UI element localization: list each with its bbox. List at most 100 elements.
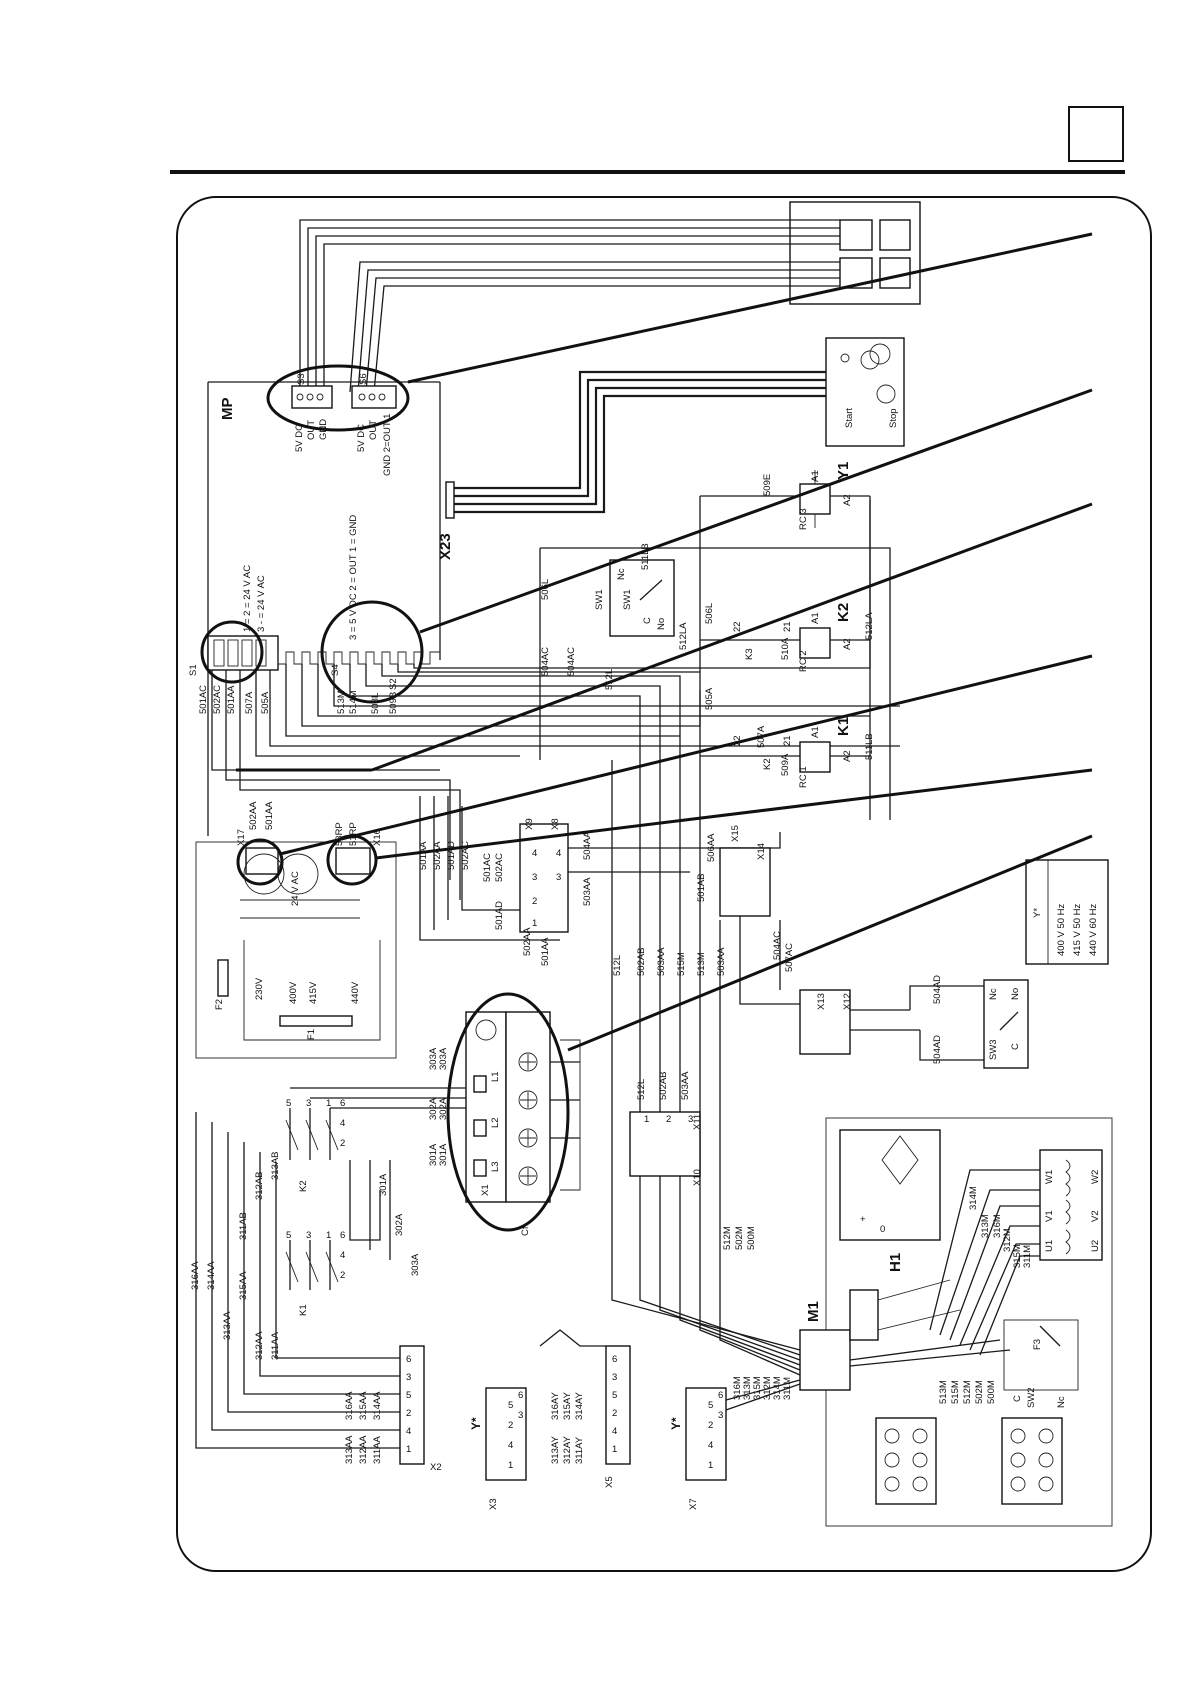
k2-top-1: 5 (286, 1098, 291, 1109)
x5-pin-4: 5 (612, 1390, 617, 1401)
s6-pin-1: 5V DC (356, 424, 367, 452)
switch-sw1: SW1 SW1 Nc No C 511LB (594, 543, 675, 637)
k2-top-3: 1 (326, 1098, 331, 1109)
k1-top-1: 5 (286, 1230, 291, 1241)
motor-wire-6: 311M (1022, 1245, 1033, 1268)
control-panel: Start Stop (825, 337, 905, 447)
s1-wire-2: 502AC (212, 685, 223, 714)
x5-pin-1: 1 (612, 1444, 617, 1455)
s3-pin-2: OUT (306, 420, 317, 440)
x17-wire-2: 501AA (264, 801, 275, 830)
v-wire-2: 502AB (636, 947, 647, 976)
h1-plus: + (860, 1214, 866, 1225)
x8-label: X8 (550, 818, 561, 830)
x8-pin-4: 4 (556, 848, 561, 859)
y1-label: Y1 (835, 462, 852, 480)
mid-wire-2: 504AC (540, 647, 551, 676)
relay-k2: K2 A1 A2 RC 2 512LA K3 510A 22 21 (700, 603, 875, 672)
pointer-4 (279, 654, 1093, 856)
x9-label: X9 (524, 818, 535, 830)
x5-wire-6: 316AY (550, 1392, 561, 1420)
motor-wire-3: 316M (992, 1214, 1003, 1238)
connector-x5: X5 1 4 2 5 3 6 311AY 314AY 312AY 315AY 3… (539, 1329, 631, 1488)
x7-label: X7 (688, 1498, 699, 1510)
k-wire-8: 312AA (254, 1331, 265, 1360)
motor-v1: V1 (1044, 1210, 1055, 1222)
mid-wire-3: 504AC (566, 647, 577, 676)
sw3-label: SW3 (988, 1039, 999, 1060)
x9-wire-10: 501AD (446, 841, 457, 870)
x2-wire-1: 311AA (372, 1436, 383, 1464)
x7-pin-2: 4 (708, 1440, 713, 1451)
k1-a1: A1 (810, 726, 821, 738)
x10-wire-3: 503AA (680, 1071, 691, 1100)
x10-pin-2: 2 (666, 1114, 671, 1125)
x2-pin-2: 4 (406, 1426, 411, 1437)
k-wire-7: 315AA (238, 1271, 249, 1300)
sensor-plate (789, 201, 921, 305)
pointer-1 (407, 232, 1093, 384)
callout-pointers (236, 232, 1093, 1052)
x1-cap: Cf (520, 1226, 531, 1236)
s6-connector: S6 5V DC OUT GND 2=OUT 1 (351, 373, 397, 476)
motor-w1: W1 (1044, 1170, 1055, 1184)
x2-pin-1: 1 (406, 1444, 411, 1455)
x7-wire-3: 315M (752, 1376, 763, 1400)
mid-wire-7: 512LA (678, 622, 689, 650)
sw1-no: No (656, 618, 667, 630)
x5-wire-5: 313AY (550, 1436, 561, 1464)
x7-pin-3: 2 (708, 1420, 713, 1431)
y1-wire: 509E (762, 474, 773, 496)
vertical-wire-bundle: 512L 502AB 503AA 515M 513M 503AA (611, 760, 801, 1376)
pointer-6 (567, 834, 1093, 1052)
x15-label: X15 (730, 825, 741, 842)
callout-x17 (236, 838, 284, 886)
sw1-label-b: SW1 (594, 589, 605, 610)
x7-wire-4: 312M (762, 1376, 773, 1400)
mid-wire-1: 506L (540, 579, 551, 600)
x2-wire-2: 314AA (372, 1391, 383, 1420)
x5-wire-2: 314AY (574, 1392, 585, 1420)
motor-w2: W2 (1090, 1170, 1101, 1184)
x16-wire-2: 51RP (348, 822, 359, 846)
k-wire-5: 312AB (254, 1171, 265, 1200)
pointer-5 (375, 768, 1093, 860)
v-wire-6: 503AA (716, 947, 727, 976)
transformer-out: 24 V AC (290, 871, 301, 906)
s2-wire-4: 509B (388, 692, 399, 714)
sw3-c: C (1010, 1043, 1021, 1050)
k1-c22: 22 (732, 735, 743, 746)
line-l3: L3 (490, 1161, 501, 1172)
sw3-no: No (1010, 988, 1021, 1000)
callout-s3-s6 (266, 364, 410, 432)
x9-x8-block: X9 X8 4 3 2 1 4 3 (519, 818, 569, 933)
x23-label: X23 (437, 533, 454, 560)
x9-pin-4: 4 (532, 848, 537, 859)
k1-bot-2: 4 (340, 1250, 345, 1261)
s1-wire-1: 501AC (198, 685, 209, 714)
s2-wire-3: 508L (370, 693, 381, 714)
s2-connector: 3 = 5 V DC 2 = OUT 1 = GND S4 S2 513M 51… (330, 515, 399, 714)
connector-x7: X7 Y* 1 4 2 5 3 6 316M 313M 315M 312M 31… (669, 1376, 801, 1510)
x9-pin-1: 1 (532, 918, 537, 929)
s3-label: S3 (296, 373, 307, 385)
x16-wire: 53RP (334, 822, 345, 846)
motor-u1: U1 (1044, 1240, 1055, 1252)
s1-note-b: 3 - = 24 V AC (256, 575, 267, 632)
k-wire-12: 303A (410, 1253, 421, 1276)
sw2-label: SW2 (1026, 1387, 1037, 1408)
k-wire-6: 313AB (270, 1151, 281, 1180)
x3-pin-6: 6 (518, 1390, 523, 1401)
line-l2: L2 (490, 1117, 501, 1128)
x2-wire-5: 313AA (344, 1435, 355, 1464)
s4-label: S4 (330, 664, 341, 676)
k1-label: K1 (835, 717, 852, 736)
s2-wire-1: 513M (336, 690, 347, 714)
x2-pin-6: 6 (406, 1354, 411, 1365)
m1-term-wire-4: 502M (974, 1380, 985, 1404)
sw3-nc: Nc (988, 988, 999, 1000)
x7-pin-4: 5 (708, 1400, 713, 1411)
k-wire-11: 302A (394, 1213, 405, 1236)
x12-label: X12 (842, 993, 853, 1010)
